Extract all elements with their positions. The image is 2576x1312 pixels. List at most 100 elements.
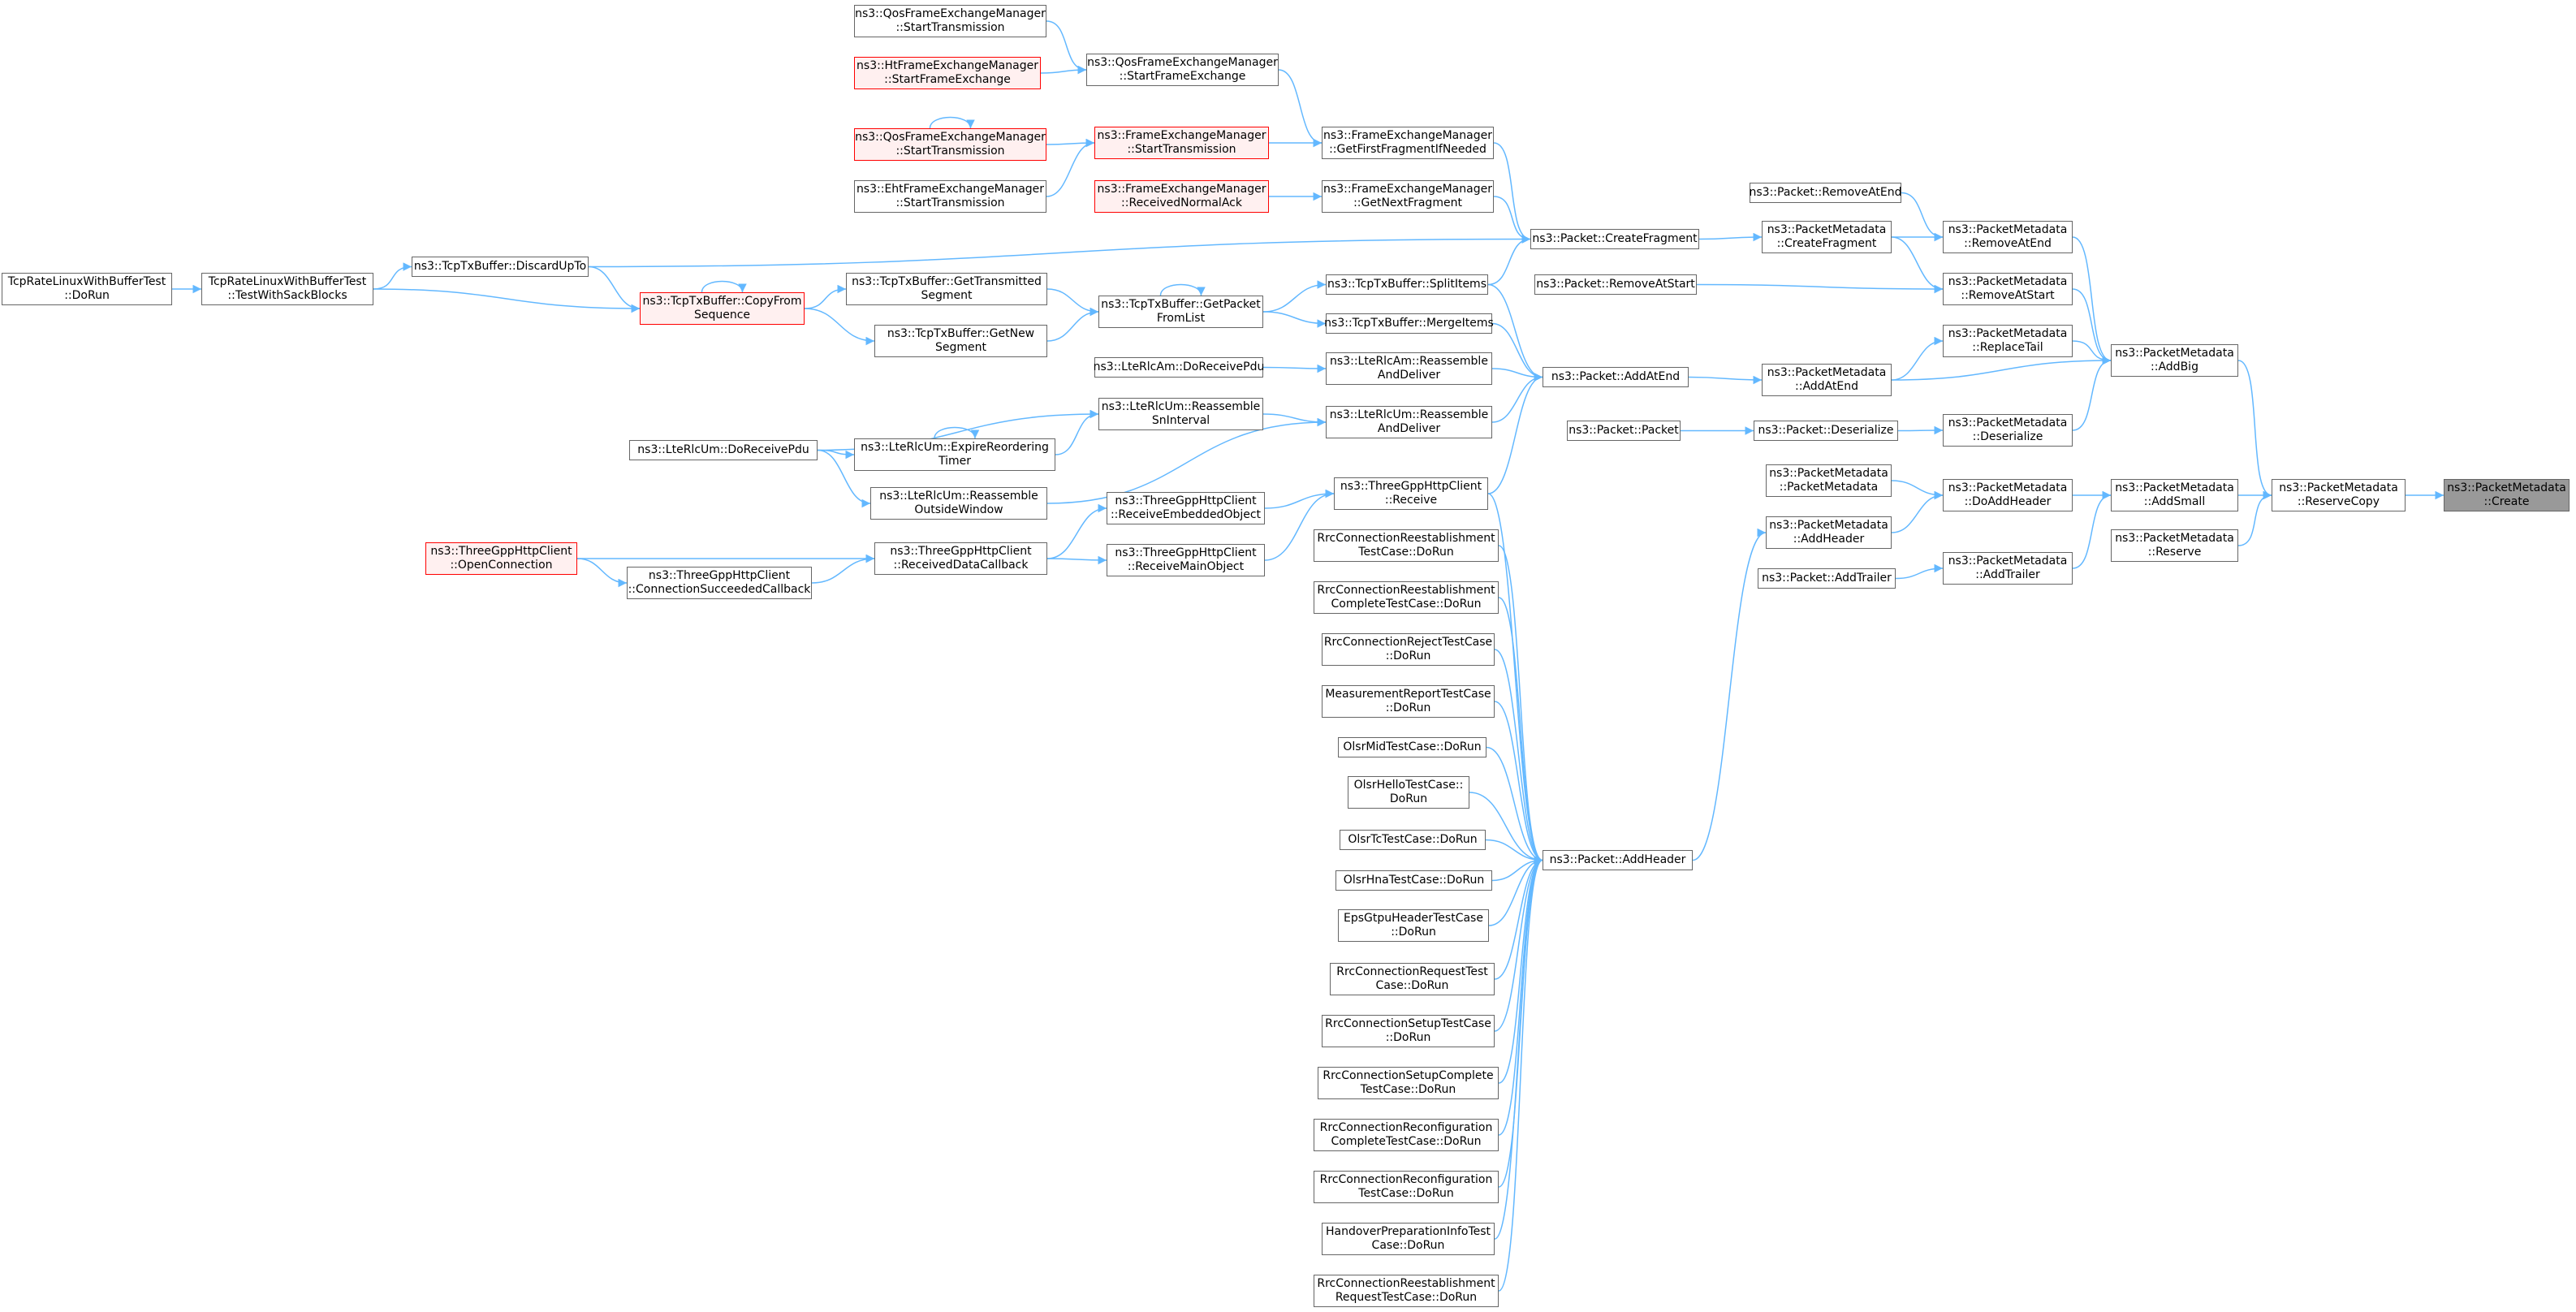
- node-replacetail[interactable]: ns3::PacketMetadata::ReplaceTail: [1943, 325, 2073, 357]
- edge-tcpsack-to-discarduptoref: [373, 262, 412, 290]
- node-httpmain[interactable]: ns3::ThreeGppHttpClient::ReceiveMainObje…: [1107, 544, 1265, 576]
- node-httpembedded[interactable]: ns3::ThreeGppHttpClient::ReceiveEmbedded…: [1107, 492, 1265, 524]
- node-label-line: ns3::TcpTxBuffer::GetTransmitted: [852, 275, 1042, 288]
- node-htsfe[interactable]: ns3::HtFrameExchangeManager::StartFrameE…: [854, 57, 1041, 89]
- edge-removeatend-to-addbig: [2072, 236, 2112, 365]
- node-label-line: OutsideWindow: [914, 503, 1003, 516]
- edge-gettransmitted-to-getpacket: [1046, 288, 1099, 317]
- node-addsmall[interactable]: ns3::PacketMetadata::AddSmall: [2111, 479, 2238, 511]
- node-t8[interactable]: OlsrHnaTestCase::DoRun: [1335, 870, 1492, 891]
- node-t4[interactable]: MeasurementReportTestCase::DoRun: [1322, 685, 1495, 718]
- node-t9[interactable]: EpsGtpuHeaderTestCase::DoRun: [1338, 909, 1489, 942]
- edge-getnextfrag-to-createfragment: [1493, 196, 1531, 244]
- edge-copyfrom-to-getnew: [804, 308, 875, 346]
- node-label-line: ::RemoveAtStart: [1961, 289, 2055, 302]
- node-label-line: ns3::TcpTxBuffer::CopyFrom: [642, 295, 802, 308]
- node-label-line: TcpRateLinuxWithBufferTest: [7, 275, 166, 288]
- node-createfragment[interactable]: ns3::Packet::CreateFragment: [1530, 229, 1699, 249]
- node-splititems[interactable]: ns3::TcpTxBuffer::SplitItems: [1326, 274, 1488, 295]
- node-httpopen[interactable]: ns3::ThreeGppHttpClient::OpenConnection: [425, 542, 577, 575]
- node-t5[interactable]: OlsrMidTestCase::DoRun: [1338, 737, 1486, 757]
- node-label-line: ns3::FrameExchangeManager: [1323, 129, 1492, 142]
- node-addtrailermd[interactable]: ns3::PacketMetadata::AddTrailer: [1943, 552, 2073, 585]
- node-getnextfrag[interactable]: ns3::FrameExchangeManager::GetNextFragme…: [1322, 180, 1494, 213]
- node-umdoreceive[interactable]: ns3::LteRlcUm::DoReceivePdu: [629, 440, 818, 460]
- node-amdoreceive[interactable]: ns3::LteRlcAm::DoReceivePdu: [1094, 357, 1264, 378]
- node-t3[interactable]: RrcConnectionRejectTestCase::DoRun: [1322, 633, 1495, 666]
- node-label-line: RrcConnectionSetupComplete: [1323, 1069, 1494, 1082]
- edge-addatendmd-to-replacetail: [1891, 336, 1944, 381]
- node-t7[interactable]: OlsrTcTestCase::DoRun: [1340, 830, 1486, 850]
- node-label-line: ns3::Packet::AddHeader: [1549, 853, 1686, 866]
- node-label-line: ns3::Packet::AddAtEnd: [1551, 370, 1681, 383]
- node-qosftx[interactable]: ns3::QosFrameExchangeManager::StartFrame…: [1086, 54, 1279, 86]
- node-qosstarttx2[interactable]: ns3::QosFrameExchangeManager::StartTrans…: [854, 128, 1046, 161]
- edge-umoutside-to-umreassemble: [1046, 417, 1327, 504]
- node-deserializemd[interactable]: ns3::PacketMetadata::Deserialize: [1943, 414, 2073, 447]
- node-httpconncb[interactable]: ns3::ThreeGppHttpClient::ConnectionSucce…: [627, 567, 812, 599]
- node-pktremoveatend[interactable]: ns3::Packet::RemoveAtEnd: [1750, 183, 1902, 203]
- node-doaddheader[interactable]: ns3::PacketMetadata::DoAddHeader: [1943, 479, 2073, 511]
- node-pktaddtrailer[interactable]: ns3::Packet::AddTrailer: [1758, 568, 1896, 589]
- node-t6[interactable]: OlsrHelloTestCase::DoRun: [1348, 776, 1469, 809]
- node-httpdatacb[interactable]: ns3::ThreeGppHttpClient::ReceivedDataCal…: [874, 542, 1047, 575]
- node-removeatstart[interactable]: ns3::PacketMetadata::RemoveAtStart: [1943, 273, 2073, 305]
- node-label-line: ns3::PacketMetadata: [1769, 519, 1888, 532]
- node-pktremoveatstart[interactable]: ns3::Packet::RemoveAtStart: [1534, 274, 1697, 295]
- node-addatend[interactable]: ns3::Packet::AddAtEnd: [1543, 367, 1689, 387]
- node-qosstarttx[interactable]: ns3::QosFrameExchangeManager::StartTrans…: [854, 5, 1046, 37]
- node-tcpsack[interactable]: TcpRateLinuxWithBufferTest::TestWithSack…: [201, 273, 373, 305]
- node-t11[interactable]: RrcConnectionSetupTestCase::DoRun: [1322, 1015, 1495, 1047]
- node-addheadermd[interactable]: ns3::PacketMetadata::AddHeader: [1766, 516, 1892, 549]
- edge-addatend-to-addatendmd: [1688, 375, 1763, 385]
- node-femnack[interactable]: ns3::FrameExchangeManager::ReceivedNorma…: [1094, 180, 1269, 213]
- node-label-line: RrcConnectionReestablishment: [1317, 584, 1495, 597]
- node-ehtstarttx[interactable]: ns3::EhtFrameExchangeManager::StartTrans…: [854, 180, 1046, 213]
- edge-tcpsack-to-copyfrom: [373, 288, 641, 313]
- node-mergeitems[interactable]: ns3::TcpTxBuffer::MergeItems: [1324, 313, 1494, 334]
- node-pmctor[interactable]: ns3::PacketMetadata::PacketMetadata: [1766, 464, 1892, 497]
- node-getfirstfrag[interactable]: ns3::FrameExchangeManager::GetFirstFragm…: [1322, 127, 1494, 159]
- node-label-line: SnInterval: [1151, 414, 1210, 427]
- node-femtx[interactable]: ns3::FrameExchangeManager::StartTransmis…: [1094, 127, 1269, 159]
- node-label-line: RrcConnectionRejectTestCase: [1323, 636, 1493, 649]
- node-addbig[interactable]: ns3::PacketMetadata::AddBig: [2111, 344, 2238, 377]
- node-pktdeserialize[interactable]: ns3::Packet::Deserialize: [1754, 421, 1898, 441]
- edge-ehtstarttx-to-femtx: [1046, 138, 1095, 197]
- node-label-line: RrcConnectionReconfiguration: [1319, 1121, 1493, 1134]
- node-label-line: HandoverPreparationInfoTest: [1325, 1225, 1491, 1238]
- node-removeatend[interactable]: ns3::PacketMetadata::RemoveAtEnd: [1943, 221, 2073, 253]
- node-addheader[interactable]: ns3::Packet::AddHeader: [1543, 850, 1693, 870]
- node-addatendmd[interactable]: ns3::PacketMetadata::AddAtEnd: [1762, 364, 1892, 396]
- node-packet[interactable]: ns3::Packet::Packet: [1567, 421, 1681, 441]
- node-label-line: ::Deserialize: [1972, 430, 2043, 443]
- node-httpreceive[interactable]: ns3::ThreeGppHttpClient::Receive: [1334, 477, 1488, 510]
- node-tcpdorun[interactable]: TcpRateLinuxWithBufferTest::DoRun: [2, 273, 172, 305]
- node-label-line: ::Reserve: [2147, 546, 2202, 559]
- node-createfragmentmd[interactable]: ns3::PacketMetadata::CreateFragment: [1762, 221, 1892, 253]
- node-label-line: ns3::QosFrameExchangeManager: [855, 7, 1046, 20]
- node-reserve[interactable]: ns3::PacketMetadata::Reserve: [2111, 529, 2238, 562]
- node-label-line: ns3::ThreeGppHttpClient: [1340, 480, 1482, 493]
- node-reservecopy[interactable]: ns3::PacketMetadata::ReserveCopy: [2272, 479, 2406, 511]
- node-label-line: ns3::PacketMetadata: [1948, 416, 2068, 429]
- node-discarduptoref[interactable]: ns3::TcpTxBuffer::DiscardUpTo: [412, 257, 589, 277]
- node-label-line: DoRun: [1389, 792, 1428, 805]
